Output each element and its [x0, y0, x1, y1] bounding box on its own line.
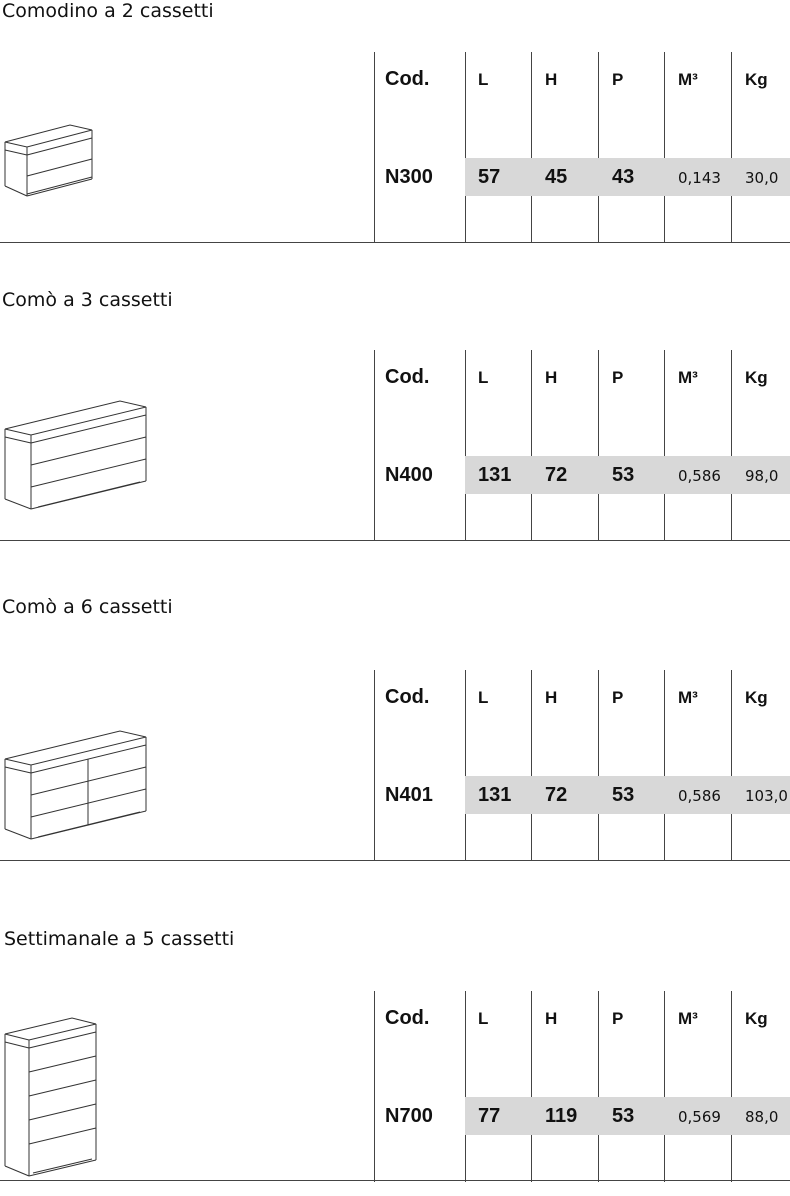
table-divider — [731, 52, 732, 243]
table-divider — [664, 52, 665, 243]
header-p: P — [612, 1009, 624, 1028]
header-cod: Cod. — [385, 68, 430, 90]
header-p: P — [612, 688, 624, 707]
value-row-highlight — [465, 158, 790, 196]
table-divider — [374, 52, 375, 243]
value-l: 77 — [478, 1105, 501, 1127]
value-m3: 0,569 — [678, 1108, 721, 1126]
section-rule — [0, 540, 790, 541]
product-code: N700 — [385, 1105, 433, 1127]
value-m3: 0,586 — [678, 787, 721, 805]
value-l: 131 — [478, 784, 512, 806]
header-kg: Kg — [745, 70, 768, 89]
header-l: L — [478, 1009, 489, 1028]
tall-chest-5-drawers-drawing — [4, 1017, 97, 1177]
header-l: L — [478, 688, 489, 707]
table-divider — [731, 350, 732, 541]
header-m3: M³ — [678, 70, 698, 89]
bedside-table-drawing — [4, 124, 93, 197]
table-divider — [531, 52, 532, 243]
table-divider — [731, 670, 732, 861]
value-p: 53 — [612, 464, 635, 486]
dresser-6-drawers-drawing — [4, 730, 147, 840]
value-h: 45 — [545, 166, 568, 188]
header-m3: M³ — [678, 368, 698, 387]
table-divider — [598, 991, 599, 1182]
table-divider — [465, 350, 466, 541]
value-l: 57 — [478, 166, 501, 188]
table-divider — [598, 670, 599, 861]
value-row-highlight — [465, 776, 790, 814]
header-h: H — [545, 1009, 558, 1028]
value-p: 43 — [612, 166, 635, 188]
product-section-n700: Settimanale a 5 cassetti Cod. L H P M — [0, 861, 790, 1182]
header-kg: Kg — [745, 688, 768, 707]
table-divider — [465, 670, 466, 861]
product-code: N400 — [385, 464, 433, 486]
product-code: N300 — [385, 166, 433, 188]
value-h: 119 — [545, 1105, 578, 1127]
header-m3: M³ — [678, 1009, 698, 1028]
value-kg: 88,0 — [745, 1108, 779, 1126]
product-title: Comodino a 2 cassetti — [2, 0, 214, 22]
table-divider — [374, 350, 375, 541]
table-divider — [664, 350, 665, 541]
value-kg: 98,0 — [745, 467, 779, 485]
section-rule — [0, 242, 790, 243]
header-h: H — [545, 688, 558, 707]
product-title: Settimanale a 5 cassetti — [4, 928, 235, 950]
header-p: P — [612, 70, 624, 89]
value-row-highlight — [465, 1097, 790, 1135]
table-divider — [531, 350, 532, 541]
section-rule — [0, 860, 790, 861]
table-divider — [664, 991, 665, 1182]
table-divider — [598, 350, 599, 541]
header-l: L — [478, 70, 489, 89]
dresser-3-drawers-drawing — [4, 400, 147, 510]
header-l: L — [478, 368, 489, 387]
table-divider — [374, 670, 375, 861]
product-title: Comò a 6 cassetti — [2, 596, 173, 618]
header-h: H — [545, 70, 558, 89]
product-title: Comò a 3 cassetti — [2, 289, 173, 311]
value-m3: 0,586 — [678, 467, 721, 485]
table-divider — [465, 991, 466, 1182]
table-divider — [531, 991, 532, 1182]
table-divider — [465, 52, 466, 243]
header-cod: Cod. — [385, 686, 430, 708]
table-divider — [531, 670, 532, 861]
table-divider — [374, 991, 375, 1182]
table-divider — [598, 52, 599, 243]
product-section-n300: Comodino a 2 cassetti Cod. L H P M³ Kg N… — [0, 0, 790, 243]
table-divider — [664, 670, 665, 861]
value-h: 72 — [545, 464, 568, 486]
value-l: 131 — [478, 464, 512, 486]
value-p: 53 — [612, 1105, 635, 1127]
value-h: 72 — [545, 784, 568, 806]
header-h: H — [545, 368, 558, 387]
value-kg: 103,0 — [745, 787, 788, 805]
value-row-highlight — [465, 456, 790, 494]
header-p: P — [612, 368, 624, 387]
section-rule — [0, 1180, 790, 1181]
header-kg: Kg — [745, 368, 768, 387]
product-section-n401: Comò a 6 cassetti Cod. L H P M³ Kg N401 — [0, 541, 790, 861]
table-divider — [731, 991, 732, 1182]
value-p: 53 — [612, 784, 635, 806]
product-section-n400: Comò a 3 cassetti Cod. L H P M³ Kg N400 … — [0, 243, 790, 541]
header-cod: Cod. — [385, 1007, 430, 1029]
header-cod: Cod. — [385, 366, 430, 388]
header-kg: Kg — [745, 1009, 768, 1028]
value-m3: 0,143 — [678, 169, 721, 187]
value-kg: 30,0 — [745, 169, 779, 187]
product-code: N401 — [385, 784, 433, 806]
header-m3: M³ — [678, 688, 698, 707]
